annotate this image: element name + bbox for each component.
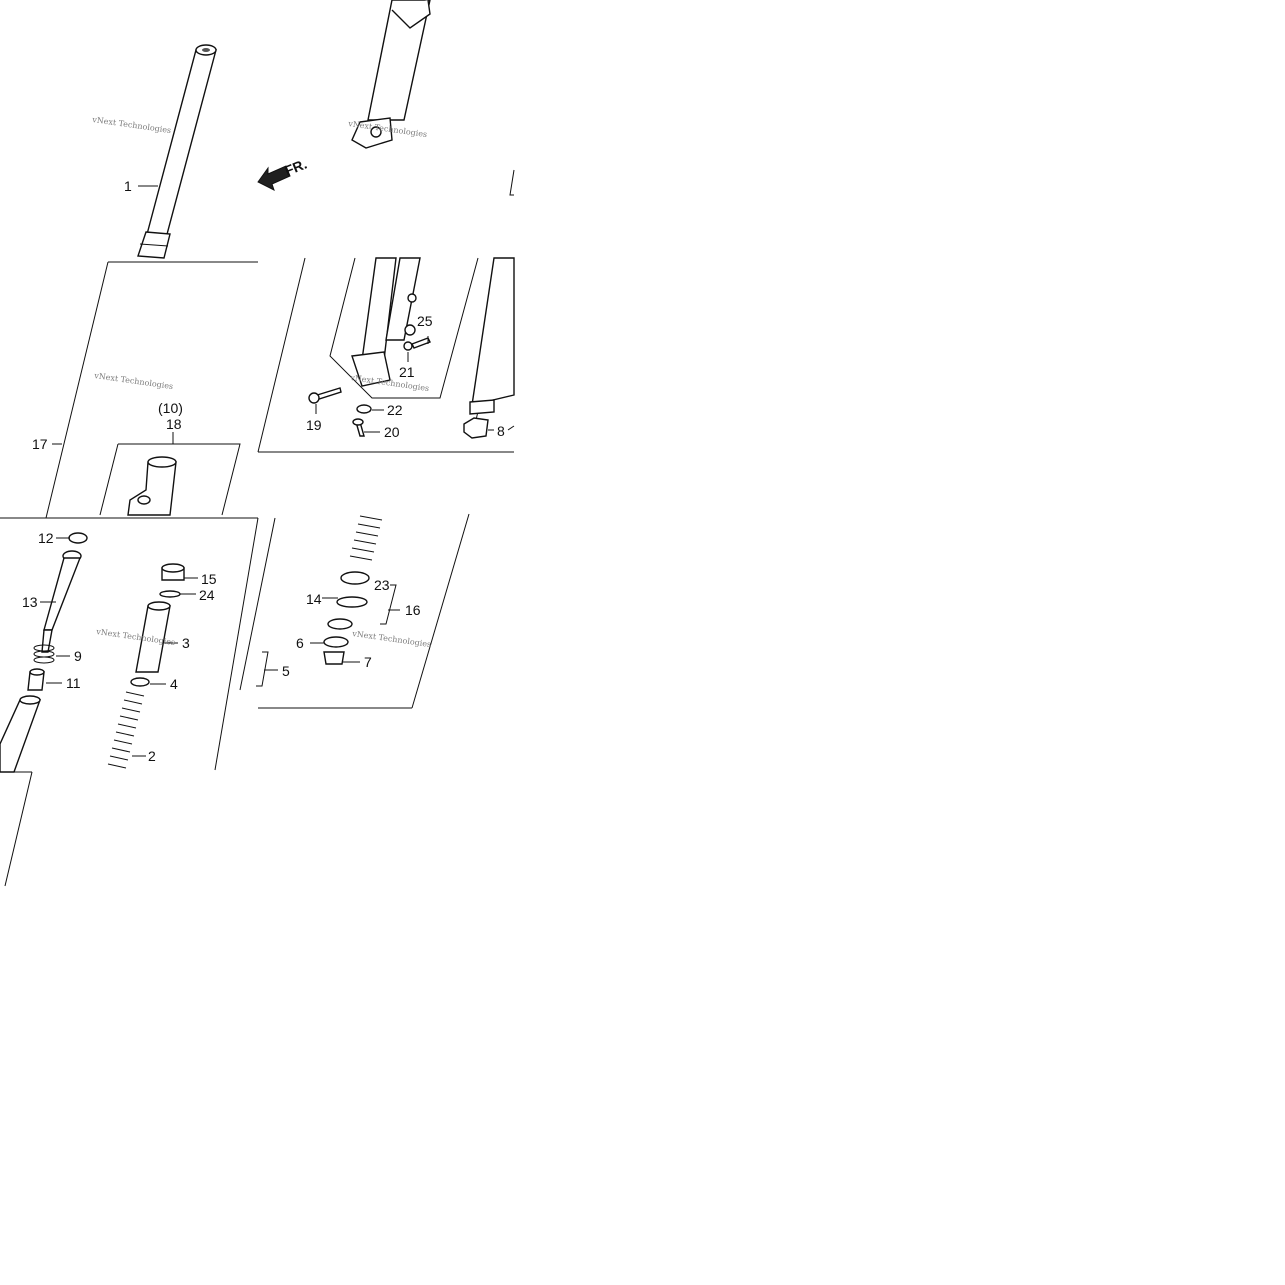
callout-22: 22	[387, 402, 403, 418]
callout-3: 3	[182, 635, 190, 651]
callout-19: 19	[306, 417, 322, 433]
fork-slider-lower	[308, 257, 431, 437]
callout-11: 11	[66, 675, 81, 691]
callout-24: 24	[199, 587, 215, 603]
front-direction-arrow: FR.	[257, 156, 309, 191]
upper-spring	[349, 515, 383, 561]
callout-1: 1	[124, 178, 132, 194]
fork-slider-top	[351, 0, 431, 149]
watermarks: vNext Technologies vNext Technologies vN…	[91, 115, 432, 649]
fork-tube-part-1	[137, 44, 217, 259]
callout-labels: 1 2 3 4 5 6 7 8 9 (10) 11 12 13 14 15 16…	[22, 178, 505, 764]
callout-7: 7	[364, 654, 372, 670]
fork-cap-and-spring	[107, 563, 185, 769]
callout-4: 4	[170, 676, 178, 692]
callout-14: 14	[306, 591, 322, 607]
callout-15: 15	[201, 571, 217, 587]
callout-8: 8	[497, 423, 505, 439]
callout-2: 2	[148, 748, 156, 764]
panel-borders	[0, 169, 515, 887]
watermark-6: vNext Technologies	[351, 629, 432, 649]
watermark-1: vNext Technologies	[91, 115, 172, 135]
callout-25: 25	[417, 313, 433, 329]
callout-18: 18	[166, 416, 182, 432]
fork-inner-tube-part-8	[463, 257, 515, 439]
leader-lines	[40, 185, 515, 757]
callout-20: 20	[384, 424, 400, 440]
callout-16: 16	[405, 602, 421, 618]
fork-spring-part-2	[107, 691, 145, 769]
callout-23: 23	[374, 577, 390, 593]
callout-21: 21	[399, 364, 415, 380]
callout-9: 9	[74, 648, 82, 664]
callout-10: (10)	[158, 400, 183, 416]
outer-slider-part-18	[127, 456, 177, 516]
callout-5: 5	[282, 663, 290, 679]
callout-13: 13	[22, 594, 38, 610]
callout-17: 17	[32, 436, 48, 452]
direction-label: FR.	[282, 156, 309, 179]
watermark-3: vNext Technologies	[93, 371, 174, 391]
seal-set-parts	[323, 515, 383, 665]
callout-12: 12	[38, 530, 54, 546]
callout-6: 6	[296, 635, 304, 651]
